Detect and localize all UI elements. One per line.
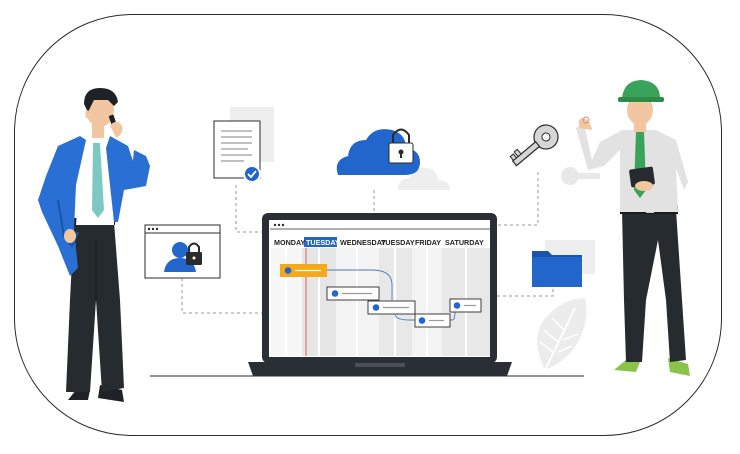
cloud-lock-icon [336, 128, 450, 190]
task-card-5[interactable] [449, 298, 482, 313]
task-card-4[interactable] [414, 313, 451, 328]
day-label-wednesday: WEDNESDAY [340, 238, 386, 247]
rounded-frame [14, 14, 722, 436]
user-lock-icon [144, 224, 221, 279]
day-label-friday: FRIDAY [415, 238, 441, 247]
calendar-window: MONDAY TUESDAY WEDNESDAY TUESDAY FRIDAY … [270, 223, 490, 356]
day-label-saturday: SATURDAY [445, 238, 484, 247]
day-label-monday: MONDAY [274, 238, 305, 247]
dashed-connectors [181, 172, 554, 314]
day-label-tuesday-active: TUESDAY [306, 238, 340, 247]
day-label-tuesday: TUESDAY [381, 238, 415, 247]
active-day-highlight [304, 237, 337, 247]
key-icon [509, 124, 600, 185]
folder-icon [532, 240, 595, 287]
task-card-3[interactable] [367, 300, 416, 315]
document-icon [213, 107, 274, 183]
engineer-figure [576, 80, 690, 376]
task-card-2[interactable] [326, 286, 380, 301]
task-card-1[interactable] [280, 264, 327, 277]
leaf-icon [537, 298, 587, 371]
calendar-columns [270, 248, 490, 356]
calendar-header: MONDAY TUESDAY WEDNESDAY TUESDAY FRIDAY … [274, 237, 484, 247]
businessman-figure [38, 88, 150, 402]
check-icon [243, 165, 261, 183]
